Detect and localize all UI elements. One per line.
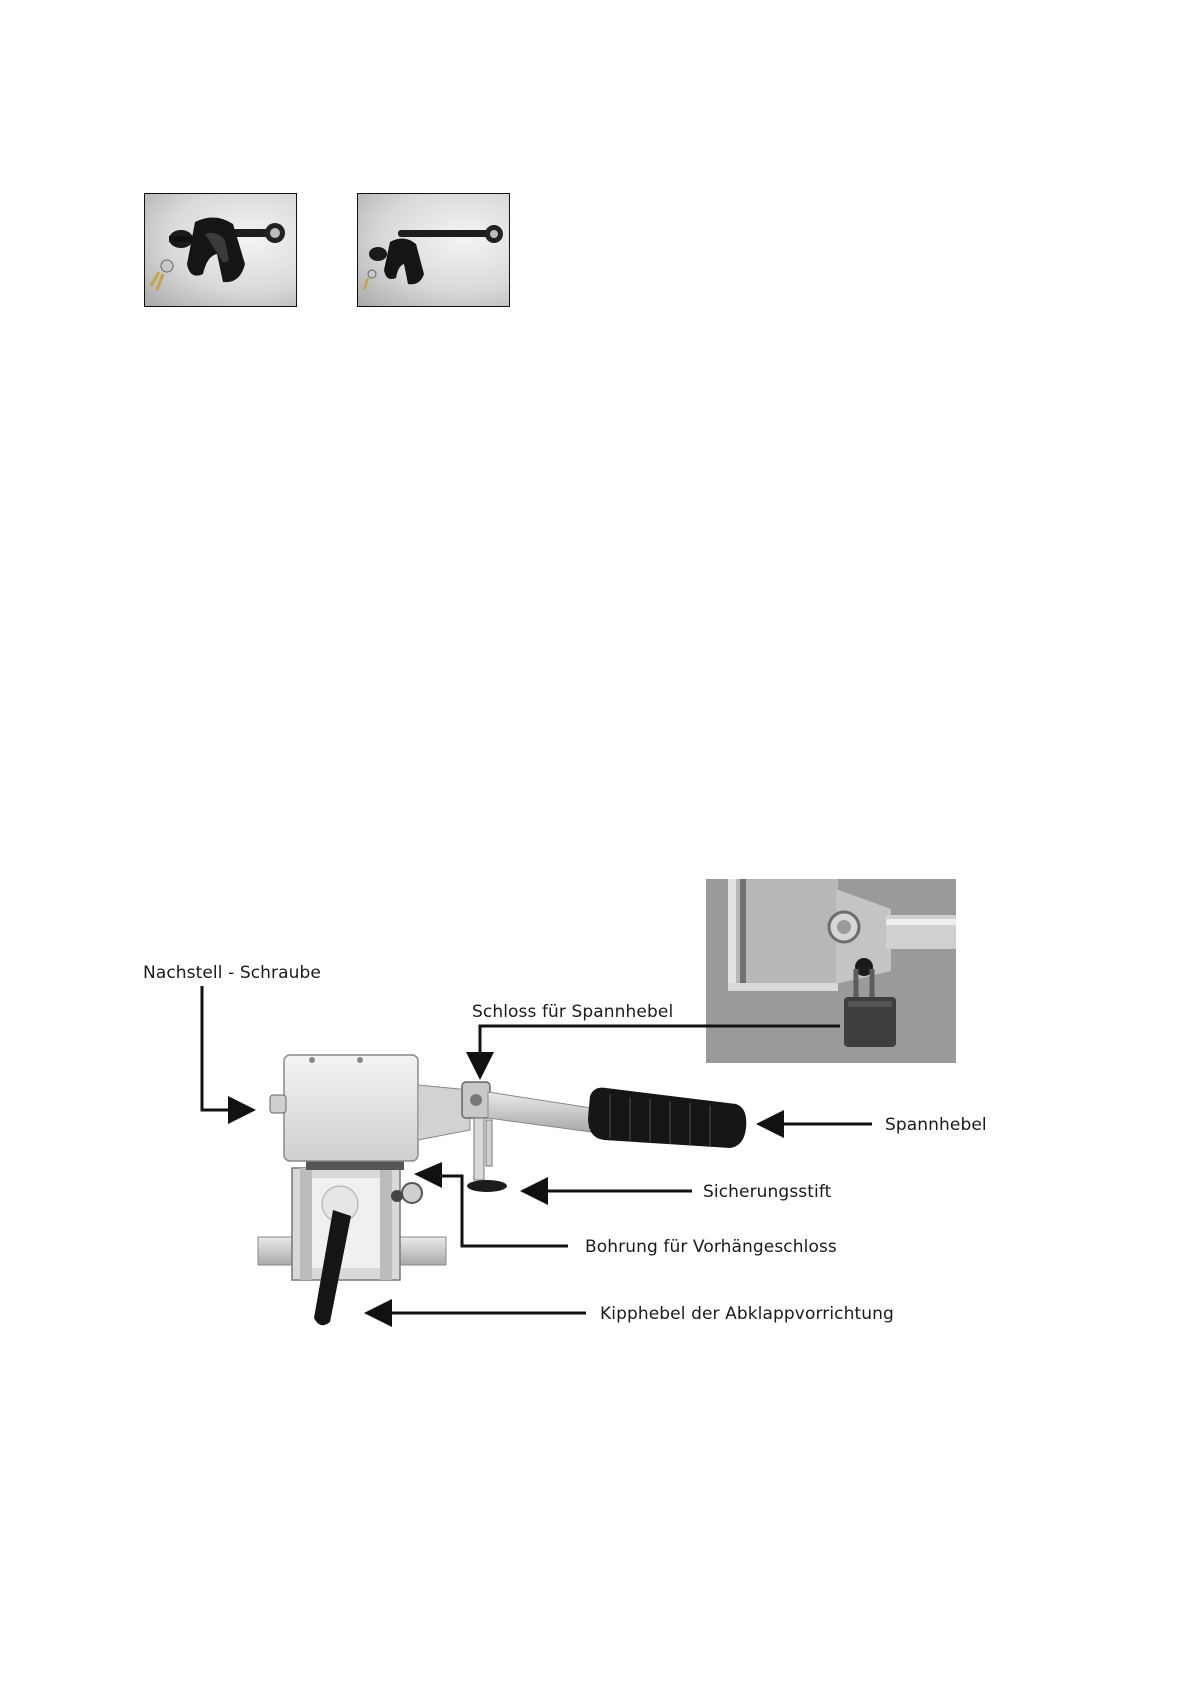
- label-schloss-fuer-spannhebel: Schloss für Spannhebel: [472, 1002, 673, 1022]
- label-spannhebel: Spannhebel: [885, 1115, 987, 1135]
- label-kipphebel-der-abklappvorrichtung: Kipphebel der Abklappvorrichtung: [600, 1304, 894, 1324]
- label-nachstell-schraube: Nachstell - Schraube: [143, 963, 321, 983]
- label-bohrung-fuer-vorhaengeschloss: Bohrung für Vorhängeschloss: [585, 1237, 837, 1257]
- label-sicherungsstift: Sicherungsstift: [703, 1182, 831, 1202]
